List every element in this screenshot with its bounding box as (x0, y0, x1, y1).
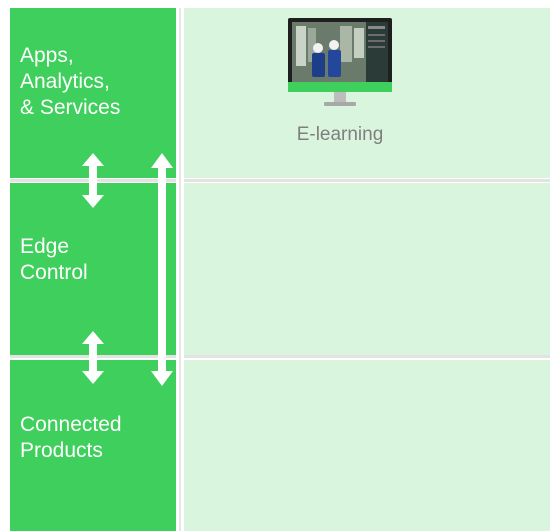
panel-connected-products (184, 360, 550, 531)
layer-edge-control: Edge Control (10, 183, 176, 355)
layer-label-apps: Apps, Analytics, & Services (20, 44, 121, 119)
vertical-separator (176, 8, 184, 531)
layer-apps-analytics-services: Apps, Analytics, & Services (10, 8, 176, 178)
double-arrow-apps-edge-icon (82, 153, 104, 208)
monitor-icon (288, 18, 392, 106)
panel-edge-control (184, 183, 550, 355)
layer-label-edge: Edge Control (20, 235, 88, 284)
app-label-e-learning: E-learning (296, 124, 384, 145)
long-double-arrow-icon (151, 153, 173, 386)
divider-bottom (10, 355, 550, 358)
double-arrow-edge-products-icon (82, 331, 104, 384)
layer-connected-products: Connected Products (10, 360, 176, 531)
divider-top (10, 179, 550, 182)
layer-label-connected: Connected Products (20, 413, 122, 462)
